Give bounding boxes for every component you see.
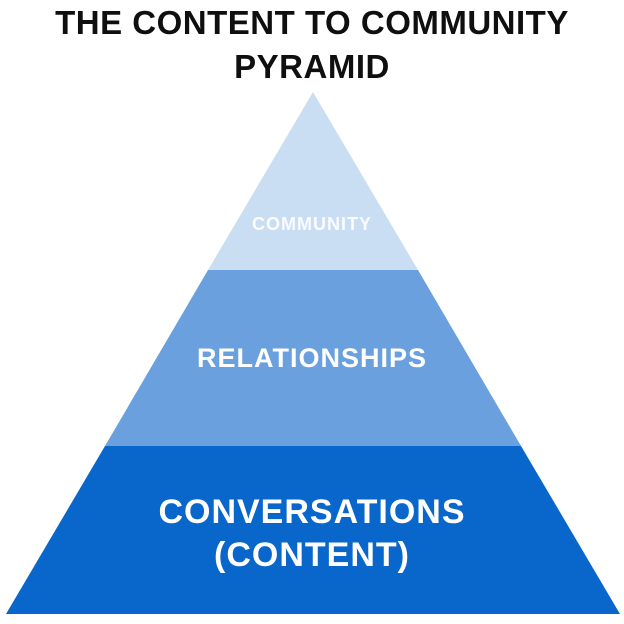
page-title-line-2: PYRAMID	[234, 48, 390, 85]
tier-community-shape	[208, 92, 418, 270]
tier-conversations-label-line-1: CONVERSATIONS	[158, 493, 466, 531]
page-title-line-1: THE CONTENT TO COMMUNITY	[55, 4, 569, 41]
tier-community-label: COMMUNITY	[252, 214, 372, 234]
tier-relationships-shape	[105, 270, 521, 446]
tier-conversations-label: CONVERSATIONS (CONTENT)	[0, 491, 624, 577]
tier-conversations-shape	[6, 446, 620, 614]
tier-relationships-label: RELATIONSHIPS	[196, 343, 427, 373]
page-title: THE CONTENT TO COMMUNITY PYRAMID	[0, 1, 624, 89]
tier-conversations-label-line-2: (CONTENT)	[214, 536, 410, 574]
